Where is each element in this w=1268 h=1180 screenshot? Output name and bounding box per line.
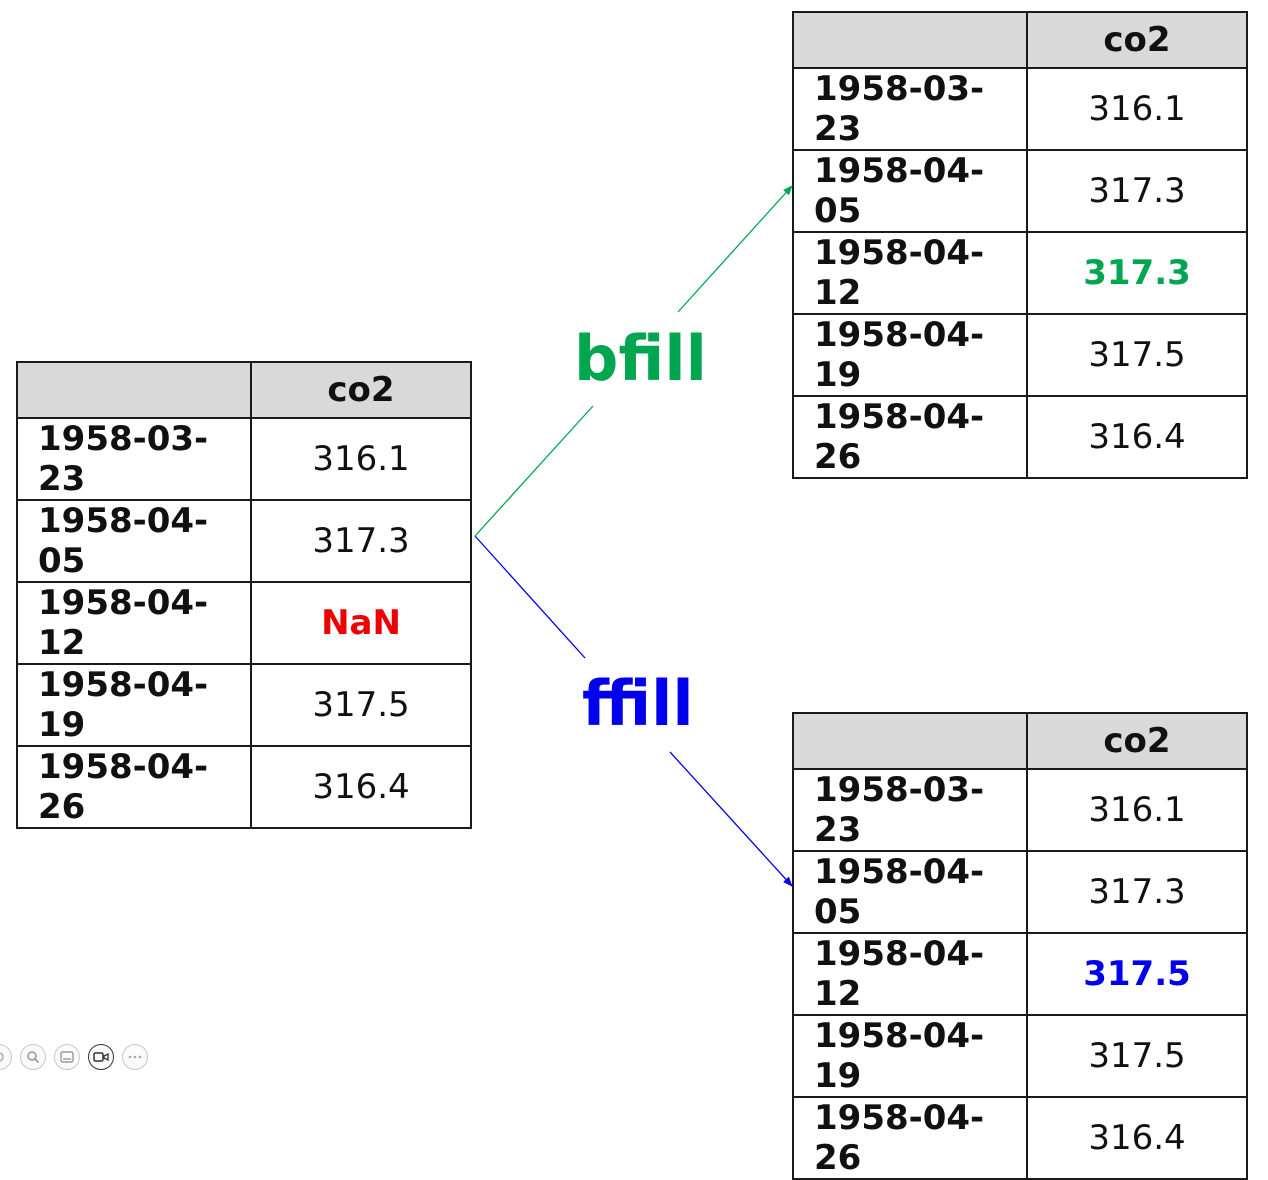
- nan-value-cell: NaN: [250, 581, 472, 665]
- row-index-cell: 1958-04-26: [792, 1096, 1028, 1180]
- presentation-toolbar: [0, 1042, 148, 1072]
- row-index-cell: 1958-04-05: [16, 499, 252, 583]
- row-index-cell: 1958-04-05: [792, 149, 1028, 233]
- bfill-arrow-lower: [474, 405, 594, 537]
- row-value-cell: 317.3: [1026, 850, 1248, 934]
- row-index-cell: 1958-04-05: [792, 850, 1028, 934]
- bfill-label: bfill: [574, 322, 707, 395]
- row-value-cell: 317.3: [250, 499, 472, 583]
- row-value-cell: 316.4: [1026, 395, 1248, 479]
- row-value-cell: 316.1: [1026, 768, 1248, 852]
- more-icon[interactable]: [122, 1044, 148, 1070]
- header-index-cell: [16, 361, 252, 419]
- header-index-cell: [792, 712, 1028, 770]
- filled-value-cell: 317.3: [1026, 231, 1248, 315]
- table-row: 1958-04-19 317.5: [16, 663, 472, 747]
- row-index-cell: 1958-04-12: [792, 932, 1028, 1016]
- table-row: 1958-03-23 316.1: [792, 768, 1248, 852]
- row-index-cell: 1958-04-26: [792, 395, 1028, 479]
- table-row: 1958-04-12 317.3: [792, 231, 1248, 315]
- row-index-cell: 1958-04-26: [16, 745, 252, 829]
- ffill-arrow-lower: [669, 751, 793, 887]
- table-header-row: co2: [16, 361, 472, 419]
- row-value-cell: 316.4: [250, 745, 472, 829]
- row-value-cell: 317.5: [250, 663, 472, 747]
- table-header-row: co2: [792, 712, 1248, 770]
- ffill-arrow-upper: [474, 535, 586, 659]
- row-value-cell: 317.5: [1026, 313, 1248, 397]
- table-row: 1958-04-05 317.3: [792, 850, 1248, 934]
- row-index-cell: 1958-04-12: [16, 581, 252, 665]
- row-index-cell: 1958-04-19: [792, 313, 1028, 397]
- table-row: 1958-04-12 NaN: [16, 581, 472, 665]
- row-value-cell: 317.3: [1026, 149, 1248, 233]
- ffill-label: ffill: [582, 667, 694, 740]
- filled-value-cell: 317.5: [1026, 932, 1248, 1016]
- connector-arrows: [474, 185, 793, 887]
- table-row: 1958-04-26 316.4: [792, 395, 1248, 479]
- table-original: co2 1958-03-23 316.1 1958-04-05 317.3 19…: [16, 361, 472, 829]
- row-value-cell: 316.4: [1026, 1096, 1248, 1180]
- header-co2-cell: co2: [1026, 712, 1248, 770]
- table-row: 1958-04-26 316.4: [792, 1096, 1248, 1180]
- row-index-cell: 1958-04-12: [792, 231, 1028, 315]
- table-row: 1958-03-23 316.1: [792, 67, 1248, 151]
- row-value-cell: 316.1: [1026, 67, 1248, 151]
- table-row: 1958-03-23 316.1: [16, 417, 472, 501]
- table-header-row: co2: [792, 11, 1248, 69]
- header-co2-cell: co2: [250, 361, 472, 419]
- camera-icon[interactable]: [88, 1044, 114, 1070]
- row-index-cell: 1958-03-23: [792, 67, 1028, 151]
- table-row: 1958-04-05 317.3: [16, 499, 472, 583]
- table-row: 1958-04-05 317.3: [792, 149, 1248, 233]
- zoom-icon[interactable]: [20, 1044, 46, 1070]
- subtitles-icon[interactable]: [54, 1044, 80, 1070]
- header-co2-cell: co2: [1026, 11, 1248, 69]
- table-bfill: co2 1958-03-23 316.1 1958-04-05 317.3 19…: [792, 11, 1248, 479]
- row-index-cell: 1958-03-23: [16, 417, 252, 501]
- row-value-cell: 316.1: [250, 417, 472, 501]
- row-index-cell: 1958-04-19: [16, 663, 252, 747]
- table-row: 1958-04-12 317.5: [792, 932, 1248, 1016]
- table-row: 1958-04-26 316.4: [16, 745, 472, 829]
- row-index-cell: 1958-03-23: [792, 768, 1028, 852]
- header-index-cell: [792, 11, 1028, 69]
- circle-icon[interactable]: [0, 1044, 12, 1070]
- bfill-arrow-upper: [677, 185, 793, 313]
- table-row: 1958-04-19 317.5: [792, 313, 1248, 397]
